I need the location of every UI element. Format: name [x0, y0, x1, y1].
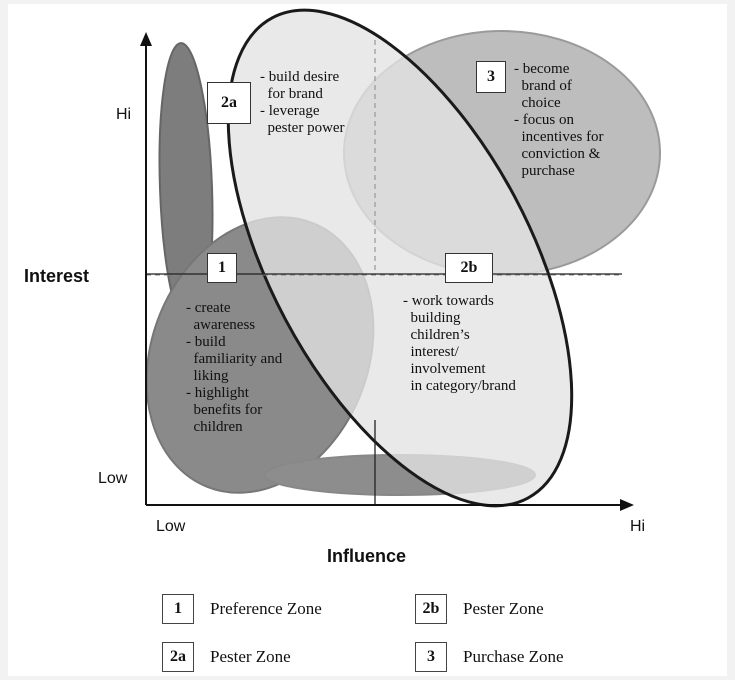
badge-zone-2b: 2b	[445, 253, 493, 283]
legend-label: Pester Zone	[210, 647, 291, 666]
legend-item-3: 3 Purchase Zone	[415, 642, 564, 672]
y-axis-arrow	[140, 32, 152, 46]
legend-item-1: 1 Preference Zone	[162, 594, 322, 624]
y-axis-title: Interest	[24, 266, 90, 286]
legend-label: Purchase Zone	[463, 647, 564, 666]
legend-key: 2b	[415, 594, 447, 624]
x-axis-title: Influence	[327, 546, 407, 566]
notes-zone-3: - become brand of choice - focus on ince…	[514, 61, 604, 179]
legend-item-2b: 2b Pester Zone	[415, 594, 544, 624]
legend-key: 3	[415, 642, 447, 672]
badge-zone-1: 1	[207, 253, 237, 283]
notes-zone-1: - create awareness - build familiarity a…	[186, 300, 283, 435]
legend-item-2a: 2a Pester Zone	[162, 642, 291, 672]
notes-zone-2a: - build desire for brand - leverage pest…	[260, 69, 345, 136]
x-axis-arrow	[620, 499, 634, 511]
ellipse-zone-2	[226, 8, 574, 508]
badge-zone-3: 3	[476, 61, 506, 93]
x-low-label: Low	[156, 518, 186, 535]
badge-zone-2a: 2a	[207, 82, 251, 124]
legend-label: Preference Zone	[210, 599, 322, 618]
y-hi-label: Hi	[116, 106, 132, 123]
notes-zone-2b: - work towards building children’s inter…	[403, 293, 516, 394]
legend-label: Pester Zone	[463, 599, 544, 618]
legend-key: 2a	[162, 642, 194, 672]
y-low-label: Low	[98, 470, 128, 487]
x-hi-label: Hi	[630, 518, 646, 535]
legend-key: 1	[162, 594, 194, 624]
